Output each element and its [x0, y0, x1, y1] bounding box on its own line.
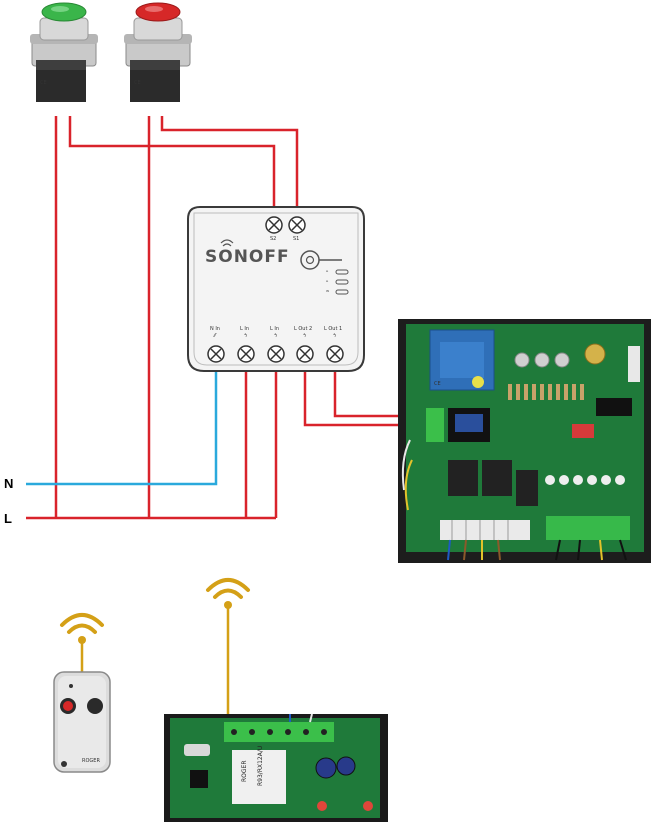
switch-terminal-s1: S1	[288, 216, 306, 242]
terminal-label-l-out-2: L Out 2	[294, 326, 312, 332]
green-push-button: CE	[30, 2, 98, 102]
red-push-button: CE	[124, 2, 192, 102]
sonoff-brand-logo: SONOFF	[205, 247, 290, 267]
svg-text:CE: CE	[134, 80, 141, 86]
svg-text:ᴬ: ᴬ	[326, 280, 329, 286]
neutral-wire	[26, 362, 218, 486]
radio-receiver: R93/RX12A/U ROGER	[164, 578, 388, 822]
receiver-maker-label: ROGER	[241, 760, 248, 782]
svg-text:CE: CE	[40, 80, 47, 86]
svg-text:ᵂ: ᵂ	[326, 290, 330, 296]
remote-wifi-icon	[60, 613, 104, 634]
power-terminals	[207, 345, 344, 363]
svg-text:CE: CE	[434, 381, 441, 387]
svg-text:ϟ: ϟ	[274, 333, 277, 339]
svg-text:ϟ: ϟ	[244, 333, 247, 339]
switch-terminal-s2: S2	[265, 216, 283, 242]
sonoff-module: S2 S1 SONOFF ᴬ ᴬ ᵂ N In L In L In L Out …	[187, 206, 365, 372]
svg-text:ϟ: ϟ	[333, 333, 336, 339]
svg-text:ᴬ: ᴬ	[326, 270, 329, 276]
remote-maker-label: ROGER	[82, 758, 100, 764]
receiver-wifi-icon	[206, 578, 250, 599]
pairing-button-icon	[300, 250, 320, 270]
wifi-mark-icon	[220, 239, 234, 247]
remote-control: ROGER	[53, 613, 111, 773]
terminal-label-s1: S1	[293, 236, 299, 242]
svg-text:ϟ: ϟ	[303, 333, 306, 339]
gate-control-board: CE	[398, 319, 651, 563]
terminal-label-l-in-2: L In	[270, 326, 279, 332]
terminal-label-l-out-1: L Out 1	[324, 326, 342, 332]
neutral-label: N	[4, 476, 13, 491]
terminal-label-l-in-1: L In	[240, 326, 249, 332]
svg-text:⁄⁄: ⁄⁄	[213, 333, 217, 339]
receiver-model-label: R93/RX12A/U	[257, 746, 264, 786]
terminal-label-n-in: N In	[210, 326, 220, 332]
status-leds: ᴬ ᴬ ᵂ	[326, 269, 349, 296]
live-label: L	[4, 511, 12, 526]
terminal-label-s2: S2	[270, 236, 276, 242]
